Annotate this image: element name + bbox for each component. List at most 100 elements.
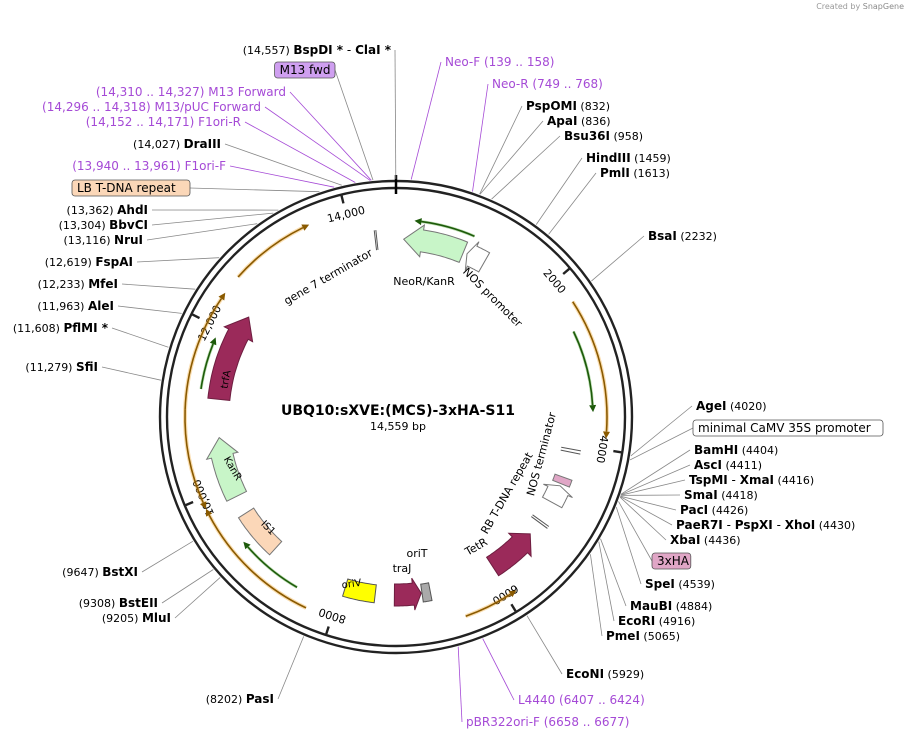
label-part: PacI (680, 503, 708, 517)
site-bspdi-clai-14557-text: (14,557) BspDI * - ClaI * (243, 43, 392, 57)
site-minimal-camv-35s-promoter-4060-leader (629, 427, 694, 461)
site-sfii-11279-leader (101, 366, 161, 381)
orf-arrowhead-4 (243, 541, 251, 550)
site-hindiii-1459-leader (535, 157, 583, 225)
label-part: (11,279) (25, 361, 76, 374)
site-l4440-6415: L4440 (6407 .. 6424) (482, 638, 645, 707)
label-part: (4418) (718, 489, 758, 502)
label-part: HindIII (586, 151, 631, 165)
feature-label-orit: oriT (406, 547, 427, 560)
site-pbr322ori-f-6667: pBR322ori-F (6658 .. 6677) (457, 646, 629, 729)
site-fspai-12619-leader (136, 257, 220, 263)
site-pflmi-11608-text: (11,608) PflMI * (13, 321, 109, 335)
label-part: MauBI (630, 599, 672, 613)
label-part: - (773, 518, 785, 532)
site-ecori-4916-text: EcoRI (4916) (618, 614, 695, 628)
site-econi-5929-leader (526, 615, 563, 675)
orf-arrowhead-6 (199, 501, 207, 510)
tick-8000 (325, 626, 330, 635)
site-tspmi-xmai-4416-leader (620, 479, 686, 496)
site-pasi-8202: (8202) PasI (206, 636, 305, 706)
site-bsai-2232: BsaI (2232) (591, 229, 717, 282)
site-pflmi-11608-leader (111, 327, 169, 348)
site-apai-836-text: ApaI (836) (547, 114, 611, 128)
site-pmei-5065: PmeI (5065) (590, 554, 680, 643)
label-part: (4411) (722, 459, 762, 472)
orf-arc-7 (200, 343, 214, 390)
orf-arrowhead-2 (603, 431, 610, 439)
site-pasi-8202-leader (277, 636, 305, 700)
label-part: Neo-F (445, 55, 480, 69)
site-f1ori-r-14161-text: (14,152 .. 14,171) F1ori-R (86, 115, 241, 129)
label-part: (4539) (675, 578, 715, 591)
feature-is1 (237, 507, 283, 556)
site-paci-4426-text: PacI (4426) (680, 503, 748, 517)
tick-12000 (191, 313, 201, 320)
label-part: (11,608) (13, 322, 64, 335)
orf-arrowhead-0 (414, 218, 422, 226)
orf-arc-4 (247, 546, 298, 588)
site-m13-puc-forward-14307-text: (14,296 .. 14,318) M13/pUC Forward (42, 100, 261, 114)
site-labels: (14,557) BspDI * - ClaI *M13 fwd(14,310 … (13, 43, 884, 729)
site-xbai-4436: XbaI (4436) (619, 496, 740, 547)
label-part: (4916) (655, 615, 695, 628)
feature-label-tetr: TetR (462, 535, 490, 559)
label-part: XhoI (785, 518, 816, 532)
label-part: (14,557) (243, 44, 294, 57)
label-part: (1459) (631, 152, 671, 165)
label-part: (749 .. 768) (529, 77, 603, 91)
site-mlui-9205: (9205) MluI (102, 577, 221, 625)
feature-label-nos-promoter: NOS promoter (460, 265, 525, 330)
site-paer7i-pspxi-4430: PaeR7I - PspXI - XhoI (4430) (620, 496, 855, 532)
site-maubi-4884-text: MauBI (4884) (630, 599, 712, 613)
orf-arrowhead-5 (205, 508, 213, 517)
site-ahdi-13362: (13,362) AhdI (67, 203, 279, 217)
site-neo-r-758-leader (472, 83, 489, 192)
feature-label-neor-kanr: NeoR/KanR (393, 275, 455, 288)
site-lb-t-dna-repeat-13800-name: LB T-DNA repeat (77, 181, 176, 195)
feature-minimal-camv-35s-promoter-b (560, 449, 581, 455)
site-l4440-6415-text: L4440 (6407 .. 6424) (518, 693, 645, 707)
label-part: PspXI (735, 518, 773, 532)
site-minimal-camv-35s-promoter-4060: minimal CaMV 35S promoter (629, 419, 884, 461)
label-part: (1613) (630, 167, 670, 180)
site-asci-4411: AscI (4411) (620, 458, 762, 496)
orf-arc-2 (572, 301, 608, 432)
label-part: ApaI (547, 114, 577, 128)
site-xbai-4436-leader (619, 496, 667, 541)
orf-arc-0 (421, 220, 475, 238)
label-part: (836) (577, 115, 610, 128)
label-part: MluI (142, 611, 171, 625)
label-part: XmaI (740, 473, 774, 487)
orf-arrowhead-1 (589, 404, 597, 413)
label-part: EcoNI (566, 667, 604, 681)
feature-label-trfa: trfA (220, 369, 234, 389)
site-f1ori-r-14161: (14,152 .. 14,171) F1ori-R (86, 115, 356, 183)
label-part: FspAI (95, 255, 133, 269)
site-pmli-1613: PmlI (1613) (548, 166, 670, 235)
site-pspomi-832-text: PspOMI (832) (526, 99, 610, 113)
site-bamhi-4404-leader (620, 449, 691, 495)
feature-neor-kanr (402, 224, 469, 264)
site-m13-puc-forward-14307-leader (264, 106, 371, 181)
label-part: (2232) (677, 230, 717, 243)
site-neo-f-148-text: Neo-F (139 .. 158) (445, 55, 554, 69)
site-asci-4411-text: AscI (4411) (694, 458, 762, 472)
site-3xha-4480-leader (618, 501, 653, 562)
label-part: (14,152 .. 14,171) (86, 115, 198, 129)
site-agei-4020-text: AgeI (4020) (696, 399, 767, 413)
site-mfei-12233: (12,233) MfeI (38, 277, 196, 291)
site-econi-5929: EcoNI (5929) (526, 615, 644, 681)
label-part: BbvCI (109, 218, 148, 232)
label-part: pBR322ori-F (466, 715, 540, 729)
site-mlui-9205-leader (174, 577, 221, 619)
site-m13-fwd-14335: M13 fwd (274, 61, 374, 181)
site-bbvci-13304: (13,304) BbvCI (59, 212, 274, 232)
label-part: BspDI * (293, 43, 343, 57)
label-part: (13,116) (63, 234, 114, 247)
site-sfii-11279-text: (11,279) SfiI (25, 360, 98, 374)
site-pspomi-832: PspOMI (832) (479, 99, 610, 195)
label-part: BsaI (648, 229, 677, 243)
site-bsu36i-958-text: Bsu36I (958) (564, 129, 643, 143)
feature-nos-terminator (541, 483, 573, 509)
